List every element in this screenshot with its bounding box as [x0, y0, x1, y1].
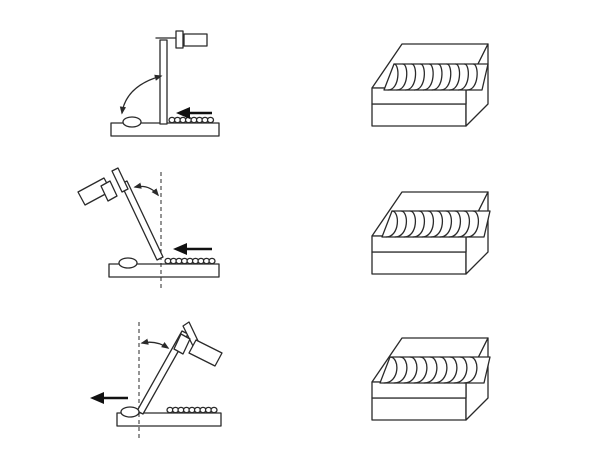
bead-ripple: [440, 63, 452, 91]
bead-ripple: [396, 63, 408, 91]
bead-ripple: [448, 210, 461, 238]
bead-ripple: [448, 63, 461, 91]
weld-puddle: [122, 116, 142, 128]
block-bevel: [371, 381, 467, 399]
weld-puddle: [120, 406, 140, 418]
bead-ripple: [394, 210, 407, 238]
bead-drop: [206, 116, 215, 124]
bead-drops: [168, 116, 215, 124]
bead-ripple: [403, 210, 416, 238]
row-2-torch-diagram: [77, 167, 220, 288]
bead-ripple: [393, 356, 408, 384]
bead-ripple: [463, 356, 478, 384]
torch-head: [77, 167, 129, 206]
bead-drops: [164, 257, 216, 265]
travel-direction-arrow: [173, 243, 212, 255]
bead-ripple: [453, 356, 468, 384]
base-plate: [108, 263, 220, 278]
block-front: [371, 251, 467, 275]
bead-ripple: [412, 210, 425, 238]
bead-body: [381, 210, 491, 238]
block-front: [371, 103, 467, 127]
bead-ripple: [443, 356, 458, 384]
row-1-torch-diagram: [110, 30, 220, 137]
row-3-weld-block: [371, 337, 491, 421]
travel-direction-arrow: [90, 392, 128, 404]
bead-ripple: [403, 356, 418, 384]
bead-ripple: [404, 63, 417, 91]
angle-arc: [133, 182, 159, 197]
row-2-weld-block: [371, 191, 491, 275]
bead-ripple: [413, 356, 428, 384]
weld-bead: [383, 63, 489, 91]
block-front: [371, 397, 467, 421]
bead-ripple: [439, 210, 452, 238]
bead-drop: [208, 257, 216, 265]
bead-ripple: [466, 210, 479, 238]
bead-ripple: [431, 63, 443, 91]
torch-head: [173, 321, 223, 367]
row-1-weld-block: [371, 43, 489, 127]
bead-drops: [166, 406, 218, 414]
bead-ripple: [383, 356, 398, 384]
bead-ripple: [433, 356, 448, 384]
bead-ripple: [385, 210, 398, 238]
torch-rod: [159, 39, 168, 125]
weld-bead: [379, 356, 491, 384]
weld-puddle: [118, 257, 138, 269]
angle-arc: [119, 74, 163, 115]
bead-ripple: [423, 356, 438, 384]
torch-head: [155, 30, 208, 49]
block-bevel: [371, 235, 467, 253]
travel-direction-arrow: [176, 107, 212, 119]
bead-ripple: [457, 63, 469, 91]
weld-bead: [381, 210, 491, 238]
bead-ripple: [413, 63, 425, 91]
bead-body: [379, 356, 491, 384]
bead-body: [383, 63, 489, 91]
bead-ripple: [430, 210, 443, 238]
row-3-torch-diagram: [90, 321, 223, 438]
bead-drop: [210, 406, 218, 414]
bead-ripple: [387, 63, 399, 91]
angle-arc: [140, 338, 170, 349]
bead-ripple: [421, 210, 434, 238]
bead-ripple: [457, 210, 470, 238]
bead-ripple: [466, 63, 478, 91]
bead-ripple: [422, 63, 434, 91]
